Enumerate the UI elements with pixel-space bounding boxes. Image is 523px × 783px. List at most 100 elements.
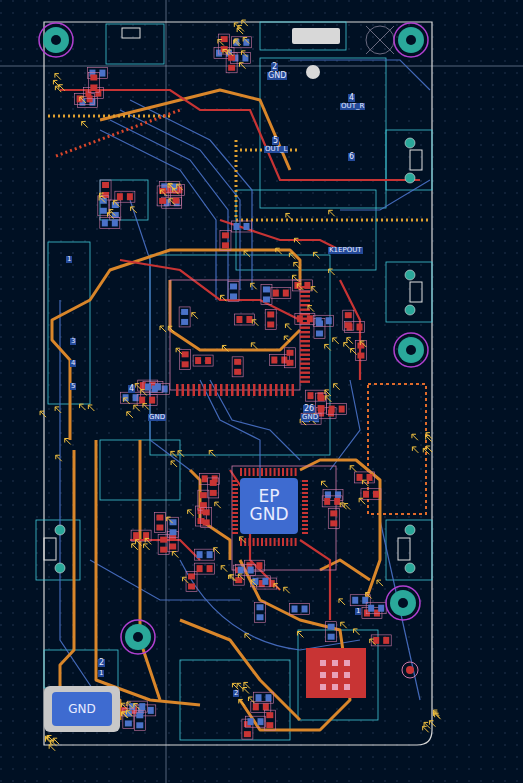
smd-pad <box>203 509 210 515</box>
ratsnest-arrow <box>289 253 295 259</box>
smd-pad <box>363 491 369 498</box>
smd-pad <box>170 519 177 525</box>
pin-pad <box>302 480 308 482</box>
smd-outline <box>361 489 381 500</box>
smd-pad <box>256 604 263 610</box>
pin-pad <box>257 538 259 546</box>
ratsnest-arrow <box>234 23 240 29</box>
smd-outline <box>186 571 197 591</box>
smd-outline <box>295 313 315 324</box>
smd-pad <box>228 65 235 71</box>
ratsnest-arrow <box>240 63 246 69</box>
smd-pad <box>182 351 189 357</box>
silkscreen-label: OUT_R <box>340 103 365 110</box>
pin-pad <box>290 538 292 546</box>
ratsnest-arrow <box>350 466 356 472</box>
pin-pad <box>300 345 310 347</box>
smd-pad <box>160 547 167 553</box>
ratsnest-arrow <box>311 287 317 293</box>
smd-pad <box>170 529 177 535</box>
ratsnest-arrow <box>351 349 357 355</box>
exposed-pad: EPGND <box>240 478 298 534</box>
smd-pad <box>234 369 241 375</box>
smd-pad <box>307 315 313 322</box>
smd-pad <box>318 395 325 401</box>
qfp-pins <box>176 286 310 396</box>
ratsnest-arrow <box>276 248 282 254</box>
ratsnest-arrow <box>377 580 383 586</box>
pin-pad <box>290 468 292 476</box>
pin-pad <box>300 363 310 365</box>
pin-pad <box>242 384 245 396</box>
pin-pad <box>295 468 297 476</box>
ratsnest-arrow <box>239 537 245 543</box>
pin-pad <box>278 538 280 546</box>
smd-outline <box>250 576 270 587</box>
ratsnest-arrow <box>274 584 280 590</box>
smd-pad <box>243 223 249 230</box>
pin-pad <box>302 500 308 502</box>
smd-pad <box>266 712 273 718</box>
ratsnest-arrow <box>339 599 345 605</box>
pin-pad <box>265 538 267 546</box>
smd-pad <box>188 583 195 589</box>
smd-outline <box>242 719 253 739</box>
pin-pad <box>232 496 238 498</box>
silkscreen-label: GND <box>301 414 319 421</box>
smd-pad <box>156 515 163 521</box>
ratsnest-arrow <box>433 710 439 716</box>
smd-pad <box>234 359 241 365</box>
smd-pad <box>253 703 259 710</box>
smd-pad <box>334 498 340 505</box>
smd-pad <box>266 722 273 728</box>
pad-label: EP <box>259 488 280 506</box>
ratsnest-arrow <box>55 407 61 413</box>
ratsnest-arrow <box>297 631 303 637</box>
smd-pad <box>328 624 335 630</box>
ratsnest-arrow <box>241 51 247 57</box>
ratsnest-arrow <box>424 722 430 728</box>
pin-pad <box>281 384 284 396</box>
ratsnest-arrow <box>297 284 303 290</box>
ratsnest-arrow <box>55 74 61 80</box>
ratsnest-arrow <box>65 439 71 445</box>
hole-ring <box>398 27 424 53</box>
smd-pad <box>273 290 279 297</box>
silkscreen-label: 5 <box>70 383 76 390</box>
pin-pad <box>295 538 297 546</box>
smd-outline <box>226 53 237 73</box>
smd-pad <box>330 510 337 516</box>
smd-pad <box>200 492 207 498</box>
pin-pad <box>265 468 267 476</box>
smd-outline <box>254 602 265 622</box>
smd-pad <box>159 198 166 204</box>
smd-pad <box>367 474 373 481</box>
smd-pad <box>324 498 330 505</box>
ratsnest-arrow <box>314 252 320 258</box>
smd-pad <box>136 712 143 718</box>
smd-pad <box>330 520 337 526</box>
ratsnest-arrow <box>176 348 182 354</box>
smd-pad <box>197 551 203 558</box>
ratsnest-arrow <box>238 574 244 580</box>
smd-pad <box>266 694 272 701</box>
pin-pad <box>232 520 238 522</box>
ratsnest-arrow <box>192 313 198 319</box>
smd-pad <box>246 316 252 323</box>
smd-pad <box>263 286 270 292</box>
smd-outline <box>134 710 145 730</box>
pin-pad <box>187 384 190 396</box>
smd-outline <box>180 349 191 369</box>
smd-pad <box>244 731 251 737</box>
pin-pad <box>198 384 201 396</box>
smd-pad <box>335 491 341 498</box>
ratsnest-arrow <box>325 390 331 396</box>
smd-outline <box>231 221 251 232</box>
silkscreen-label: 4 <box>70 360 76 367</box>
ratsnest-arrow <box>59 85 65 91</box>
ratsnest-arrow <box>168 183 174 189</box>
pin-pad <box>226 384 229 396</box>
smd-outline <box>168 517 179 537</box>
ratsnest-arrow <box>344 504 350 510</box>
pin-pad <box>261 538 263 546</box>
